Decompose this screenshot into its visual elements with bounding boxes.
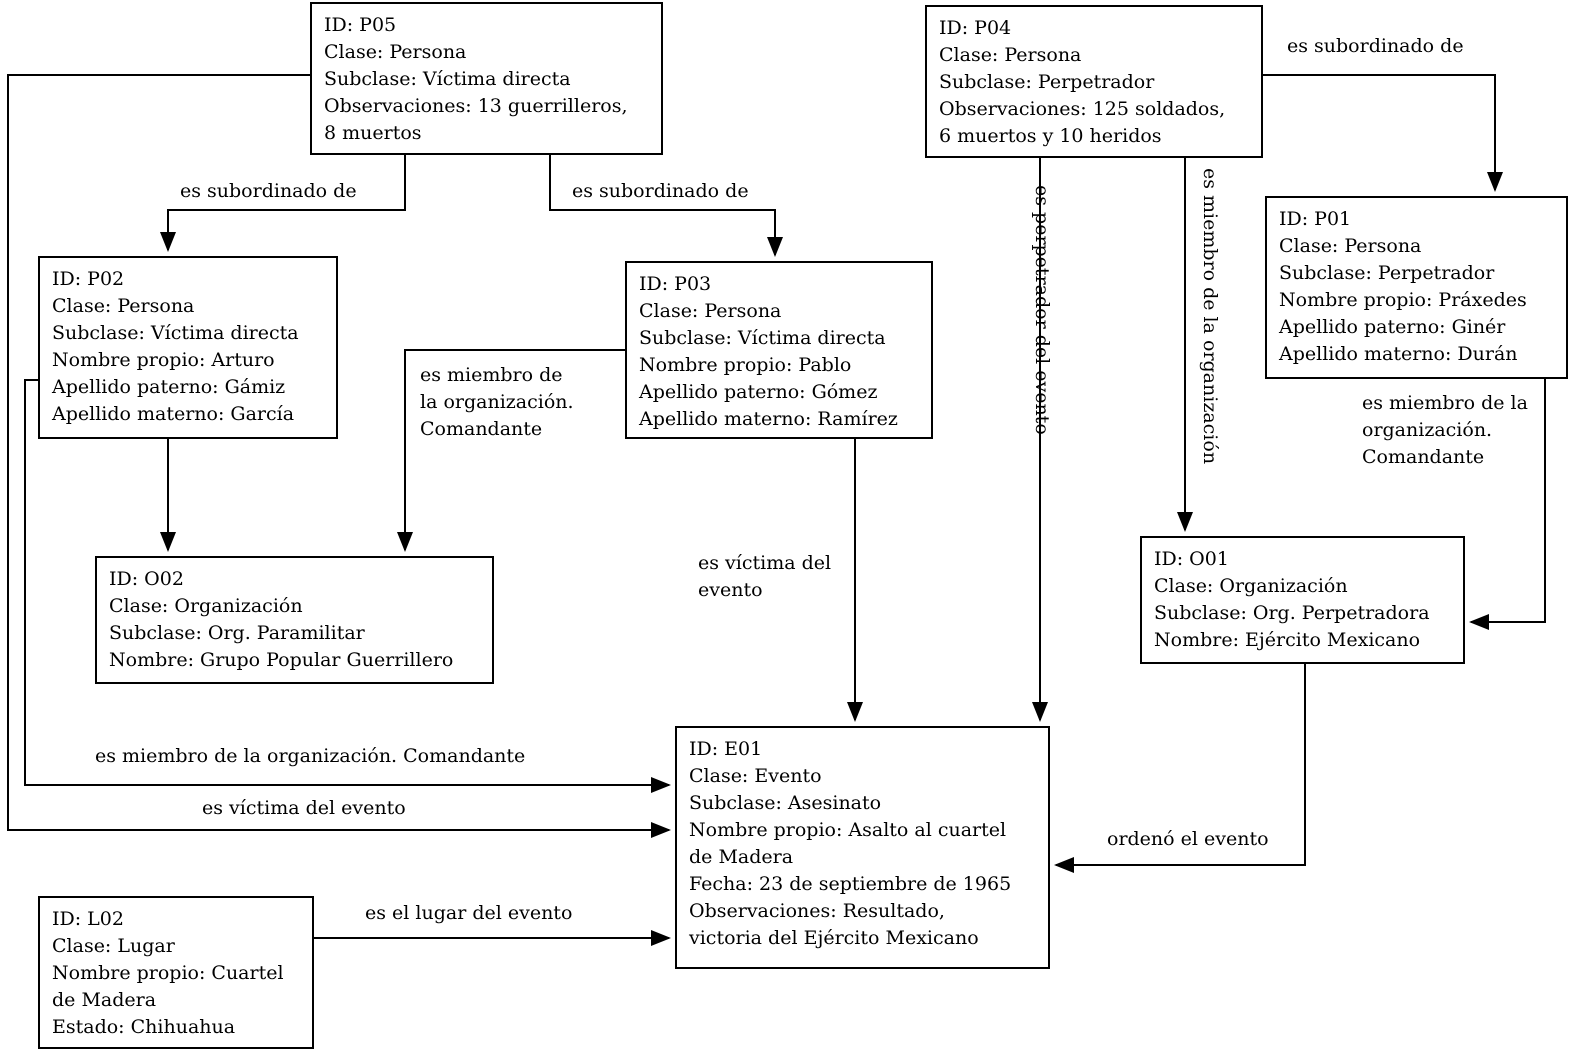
node-line: de Madera	[689, 846, 794, 868]
node-line: Clase: Organización	[109, 595, 303, 617]
node-line: Clase: Persona	[939, 44, 1082, 66]
node-line: ID: P01	[1279, 208, 1352, 230]
edge-P05-P03	[549, 155, 783, 257]
node-line: victoria del Ejército Mexicano	[689, 927, 979, 949]
edge-label-L02-E01: es el lugar del evento	[365, 902, 573, 924]
node-line: Clase: Persona	[1279, 235, 1422, 257]
node-line: 8 muertos	[324, 122, 422, 144]
node-line: ID: P05	[324, 14, 397, 36]
node-line: Apellido materno: Durán	[1279, 343, 1518, 365]
node-line: Subclase: Perpetrador	[1279, 262, 1495, 284]
node-line: Clase: Persona	[639, 300, 782, 322]
edge-P03-O02	[397, 349, 625, 552]
node-line: Subclase: Asesinato	[689, 792, 882, 814]
node-line: Clase: Lugar	[52, 935, 175, 957]
node-line: Subclase: Víctima directa	[639, 327, 886, 349]
edge-P01-O01	[1469, 379, 1546, 630]
node-P04: ID: P04 Clase: Persona Subclase: Perpetr…	[925, 5, 1263, 158]
node-line: Clase: Persona	[324, 41, 467, 63]
edge-label-P03-E01: es víctima del evento	[698, 552, 832, 601]
node-P03: ID: P03 Clase: Persona Subclase: Víctima…	[625, 261, 933, 439]
node-line: Nombre: Grupo Popular Guerrillero	[109, 649, 454, 671]
edge-P02-E01	[24, 379, 671, 793]
node-line: Observaciones: 13 guerrilleros,	[324, 95, 628, 117]
node-line: Nombre propio: Arturo	[52, 349, 275, 371]
node-line: ID: P04	[939, 17, 1012, 39]
node-line: Nombre propio: Cuartel	[52, 962, 284, 984]
node-line: Apellido materno: Ramírez	[639, 408, 898, 430]
node-line: ID: E01	[689, 738, 763, 760]
edge-label-P01-O01: es miembro de la organización. Comandant…	[1362, 392, 1528, 468]
node-P01: ID: P01 Clase: Persona Subclase: Perpetr…	[1265, 196, 1568, 379]
node-line: Nombre propio: Práxedes	[1279, 289, 1527, 311]
node-line: ID: O02	[109, 568, 184, 590]
node-line: Nombre propio: Pablo	[639, 354, 852, 376]
node-O02: ID: O02 Clase: Organización Subclase: Or…	[95, 556, 494, 684]
edge-P04-P01	[1263, 74, 1503, 192]
edge-label-P03-O02: es miembro de la organización. Comandant…	[420, 364, 574, 440]
node-line: Apellido materno: García	[52, 403, 295, 425]
edge-label-P05-P03: es subordinado de	[572, 180, 749, 202]
node-line: Apellido paterno: Gómez	[639, 381, 878, 403]
edge-P05-E01	[7, 74, 671, 838]
node-line: Fecha: 23 de septiembre de 1965	[689, 873, 1012, 895]
node-line: ID: O01	[1154, 548, 1229, 570]
edge-label-P05-P02: es subordinado de	[180, 180, 357, 202]
edge-O01-E01	[1054, 664, 1306, 873]
node-L02: ID: L02 Clase: Lugar Nombre propio: Cuar…	[38, 896, 314, 1049]
edge-label-P04-E01: es perpetrador del evento	[1031, 185, 1053, 435]
node-line: Apellido paterno: Ginér	[1279, 316, 1506, 338]
node-line: Subclase: Víctima directa	[324, 68, 571, 90]
node-line: ID: P03	[639, 273, 712, 295]
edge-label-P05-E01: es víctima del evento	[202, 797, 406, 819]
edge-label-P04-O01: es miembro de la organización	[1199, 168, 1221, 465]
node-line: Subclase: Org. Paramilitar	[109, 622, 365, 644]
edge-P05-P02	[160, 155, 406, 252]
node-line: Subclase: Perpetrador	[939, 71, 1155, 93]
node-line: Clase: Evento	[689, 765, 822, 787]
node-O01: ID: O01 Clase: Organización Subclase: Or…	[1140, 536, 1465, 664]
node-line: Nombre: Ejército Mexicano	[1154, 629, 1421, 651]
node-E01: ID: E01 Clase: Evento Subclase: Asesinat…	[675, 726, 1050, 969]
node-line: Apellido paterno: Gámiz	[52, 376, 286, 398]
node-line: de Madera	[52, 989, 157, 1011]
node-line: Subclase: Víctima directa	[52, 322, 299, 344]
edge-label-P02-E01: es miembro de la organización. Comandant…	[95, 745, 526, 767]
node-line: 6 muertos y 10 heridos	[939, 125, 1162, 147]
node-P02: ID: P02 Clase: Persona Subclase: Víctima…	[38, 256, 338, 439]
node-line: ID: P02	[52, 268, 125, 290]
node-line: Nombre propio: Asalto al cuartel	[689, 819, 1007, 841]
node-line: Estado: Chihuahua	[52, 1016, 236, 1038]
node-line: Subclase: Org. Perpetradora	[1154, 602, 1430, 624]
node-P05: ID: P05 Clase: Persona Subclase: Víctima…	[310, 2, 663, 155]
edge-label-P04-P01: es subordinado de	[1287, 35, 1464, 57]
node-line: Clase: Organización	[1154, 575, 1348, 597]
node-line: Clase: Persona	[52, 295, 195, 317]
node-line: Observaciones: 125 soldados,	[939, 98, 1226, 120]
node-line: ID: L02	[52, 908, 124, 930]
edge-label-O01-E01: ordenó el evento	[1107, 828, 1269, 850]
node-line: Observaciones: Resultado,	[689, 900, 945, 922]
